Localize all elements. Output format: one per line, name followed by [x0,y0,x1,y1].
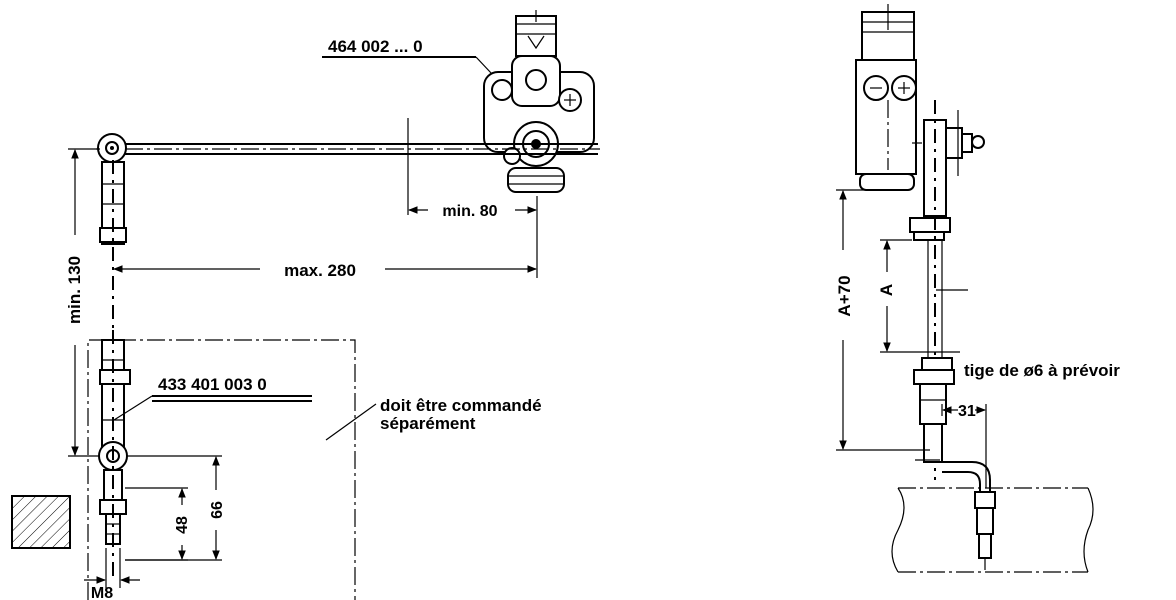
dimension-m8: M8 [84,548,140,600]
dim-min-80-label: min. 80 [442,203,497,220]
rod-callout: 433 401 003 0 [113,375,312,421]
right-view: A+70 A 31 tige de ø6 à prévoir [835,4,1120,573]
rod-note: tige de ø6 à prévoir [964,361,1120,380]
bent-rod [915,459,991,492]
dim-66-label: 66 [209,501,226,519]
order-note-line2: séparément [380,414,476,433]
dimension-min-130: min. 130 [65,148,100,457]
order-note-line1: doit être commandé [380,396,542,415]
valve-side-view [855,4,917,191]
upper-rod-end [99,160,127,330]
valve-callout: 464 002 ... 0 [322,37,493,75]
separate-order-boundary [87,339,356,600]
dimension-max-280: max. 280 [113,261,537,280]
lower-rod-assembly [98,330,131,580]
dim-48-label: 48 [174,516,191,534]
levelling-valve [483,10,595,193]
dimension-min-80: min. 80 [407,118,538,278]
dim-31-label: 31 [958,403,976,420]
mounting-block-hatch [11,495,71,549]
dimension-a-plus-70: A+70 [835,189,930,451]
dim-min-130-label: min. 130 [65,256,84,324]
axle-section [891,487,1094,573]
lever-arm [96,133,600,163]
thread-m8-label: M8 [91,585,113,600]
dim-max-280-label: max. 280 [284,261,356,280]
dimension-a: A [877,239,960,353]
rod-part-number: 433 401 003 0 [158,375,267,394]
dim-a-label: A [877,284,896,296]
dimension-66: 66 [125,455,226,561]
left-view: min. 80 max. 280 min. 130 48 [11,10,600,600]
lever-pivot [909,110,985,241]
order-note: doit être commandé séparément [325,396,542,441]
dimension-48: 48 [125,487,191,561]
dim-a-plus-70-label: A+70 [835,275,854,316]
valve-part-number: 464 002 ... 0 [328,37,423,56]
vertical-rod [913,100,968,480]
dimension-31: 31 [941,403,987,488]
